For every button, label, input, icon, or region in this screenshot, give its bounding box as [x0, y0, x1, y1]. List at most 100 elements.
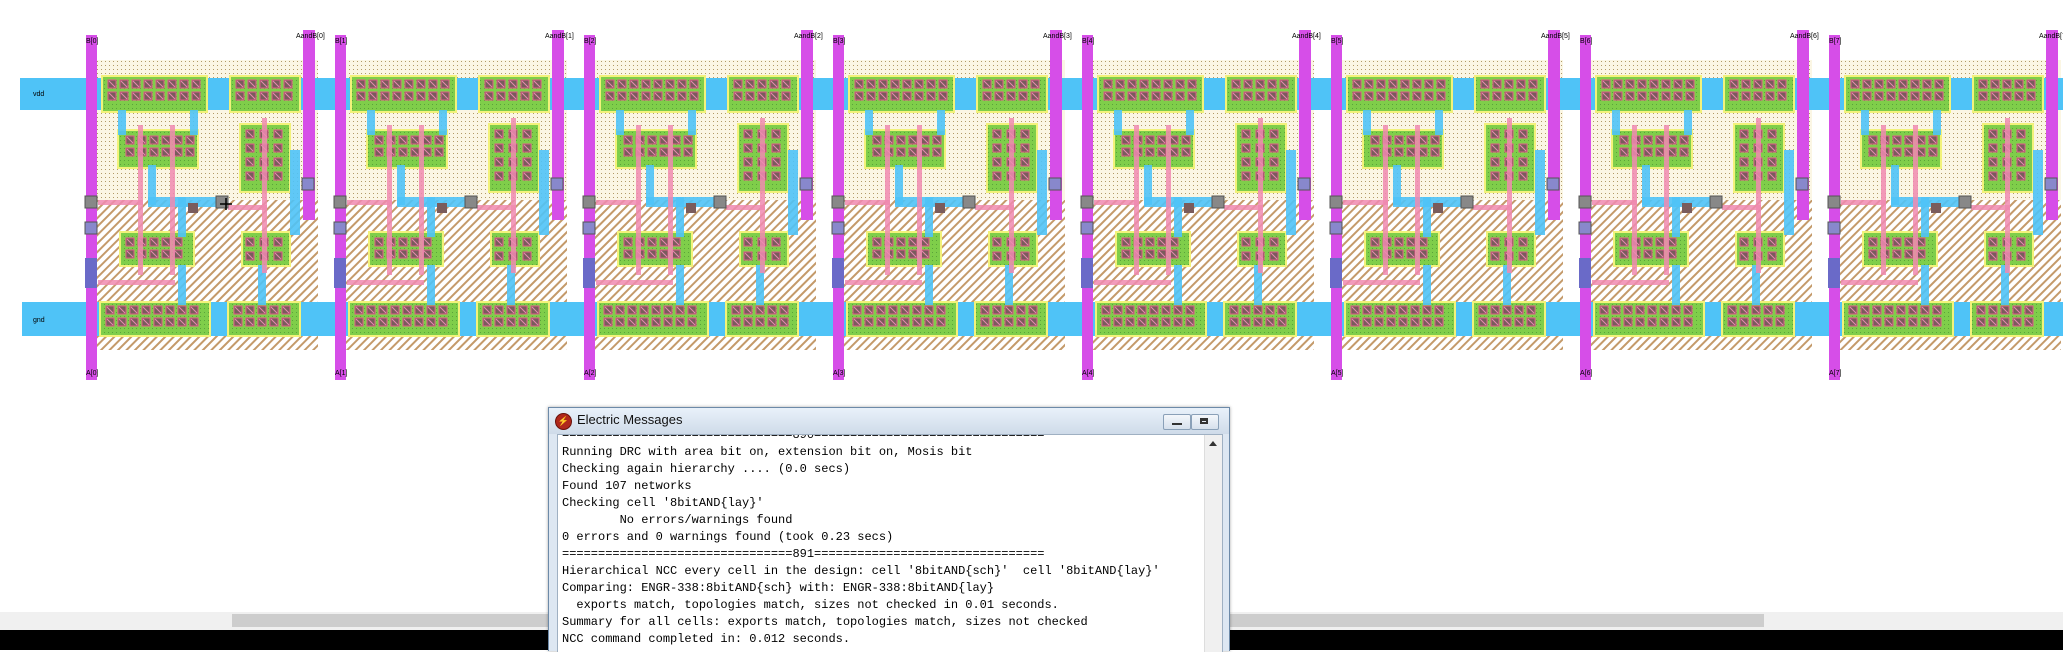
contact-mark [1740, 318, 1748, 326]
contact-mark [375, 148, 383, 156]
contact-mark [435, 136, 443, 144]
contact-mark [1395, 250, 1403, 258]
contact-mark [624, 136, 632, 144]
contact-mark [1232, 80, 1240, 88]
message-content[interactable]: ================================890=====… [557, 434, 1223, 652]
contact-mark [174, 250, 182, 258]
contact-mark [1435, 306, 1443, 314]
contact-mark [150, 250, 158, 258]
contact-mark [246, 252, 254, 260]
contact-mark [1885, 306, 1893, 314]
contact-mark [126, 238, 134, 246]
contact-mark [678, 92, 686, 100]
contact-mark [1419, 136, 1427, 144]
via [1578, 195, 1592, 209]
contact-mark [403, 318, 411, 326]
contact-mark [521, 80, 529, 88]
contact-mark [1921, 306, 1929, 314]
contact-mark [1437, 92, 1445, 100]
contact-mark [648, 148, 656, 156]
message-log[interactable]: ================================890=====… [558, 435, 1198, 648]
contact-mark [1869, 148, 1877, 156]
poly-wire [1722, 205, 1761, 210]
poly-contact [935, 203, 945, 213]
contact-mark [521, 92, 529, 100]
contact-mark [1158, 250, 1166, 258]
metal1-wire [676, 197, 684, 237]
contact-mark [1232, 92, 1240, 100]
contact-mark [1778, 92, 1786, 100]
contact-mark [983, 80, 991, 88]
via [84, 195, 98, 209]
contact-mark [1431, 148, 1439, 156]
poly-contact [437, 203, 447, 213]
contact-mark [1230, 318, 1238, 326]
contact-mark [1979, 92, 1987, 100]
contact-mark [1660, 318, 1668, 326]
poly-gate [1009, 118, 1014, 273]
pin-label-out: AandB[6] [1790, 33, 1819, 40]
metal1-wire [1861, 110, 1869, 135]
contact-mark [1270, 252, 1278, 260]
metal1-wire [1435, 110, 1443, 135]
vdd-active [848, 75, 955, 113]
contact-mark [624, 148, 632, 156]
contact-mark [889, 318, 897, 326]
contact-mark [274, 144, 282, 152]
contact-mark [1122, 148, 1130, 156]
contact-mark [1365, 92, 1373, 100]
contact-mark [772, 238, 780, 246]
and-gate-cell: B[3]AandB[3]A[3] [831, 30, 1072, 380]
contact-mark [1389, 80, 1397, 88]
metal1-wire [756, 265, 764, 305]
contact-mark [497, 80, 505, 88]
contact-mark [993, 158, 1001, 166]
contact-mark [1244, 80, 1252, 88]
message-line: ================================891=====… [562, 547, 1045, 561]
contact-mark [399, 148, 407, 156]
window-titlebar[interactable]: ⚡ Electric Messages [549, 408, 1229, 434]
output-metal2 [303, 30, 315, 220]
pin-label-a: A[2] [584, 370, 597, 377]
minimize-button[interactable] [1163, 414, 1191, 430]
contact-mark [523, 130, 531, 138]
via [1297, 177, 1311, 191]
contact-mark [403, 306, 411, 314]
contact-mark [495, 252, 503, 260]
contact-mark [531, 306, 539, 314]
contact-mark [1917, 148, 1925, 156]
contact-mark [897, 136, 905, 144]
contact-mark [672, 238, 680, 246]
gnd-label: gnd [33, 317, 45, 324]
scroll-up-icon[interactable] [1209, 441, 1217, 446]
contact-mark [393, 92, 401, 100]
metal1-wire [925, 265, 933, 305]
contact-mark [150, 148, 158, 156]
electric-messages-window[interactable]: ⚡ Electric Messages ====================… [548, 407, 1230, 652]
contact-mark [166, 306, 174, 314]
contact-mark [1656, 148, 1664, 156]
contact-mark [993, 318, 1001, 326]
contact-mark [1911, 80, 1919, 88]
contact-mark [1021, 130, 1029, 138]
poly-wire [98, 200, 143, 205]
contact-mark [1371, 148, 1379, 156]
contact-mark [1766, 80, 1774, 88]
nmos-active [1115, 231, 1191, 267]
contact-mark [1256, 80, 1264, 88]
vertical-scrollbar[interactable] [1204, 435, 1222, 652]
metal1-output [1784, 150, 1794, 235]
contact-mark [154, 318, 162, 326]
contact-mark [624, 238, 632, 246]
maximize-button[interactable] [1191, 414, 1219, 430]
contact-mark [1021, 238, 1029, 246]
contact-mark [660, 250, 668, 258]
contact-mark [174, 148, 182, 156]
contact-mark [1479, 318, 1487, 326]
metal1-wire [1684, 110, 1692, 135]
contact-mark [690, 92, 698, 100]
metal1-wire [1254, 265, 1262, 305]
contact-mark [1021, 158, 1029, 166]
contact-mark [897, 148, 905, 156]
